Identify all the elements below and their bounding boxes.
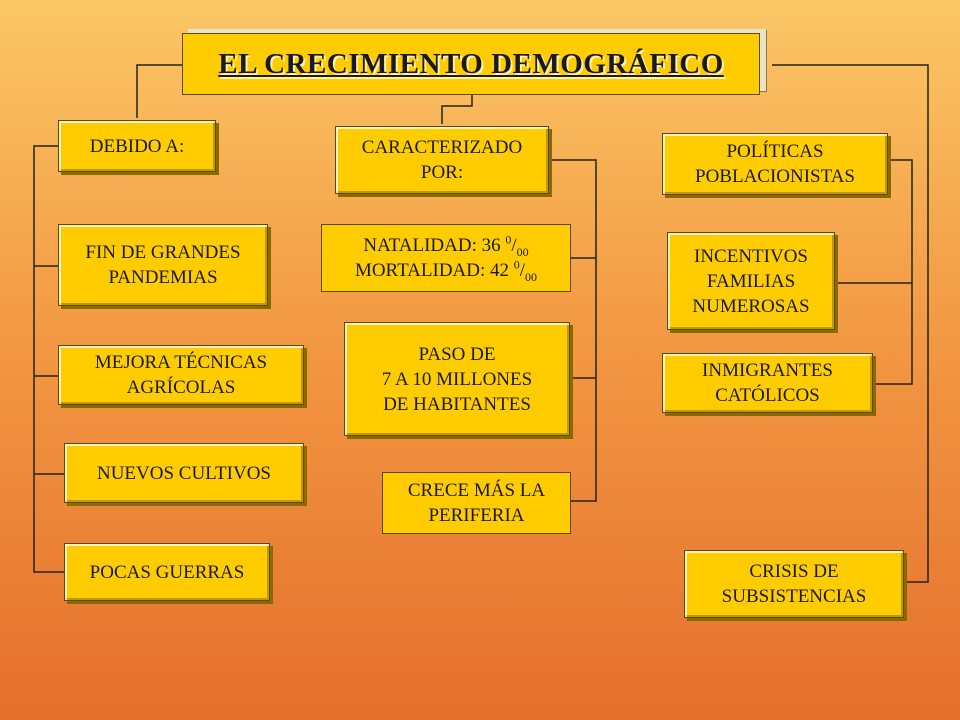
connector-title-right [772, 64, 929, 583]
connector-center-bracket [550, 159, 597, 502]
connector-title-center [441, 95, 473, 124]
mortality-row: MORTALIDAD: 42 0/00 [354, 257, 538, 284]
right-item-incentivos: INCENTIVOS FAMILIAS NUMEROSAS [667, 232, 835, 330]
center-item-periferia: CRECE MÁS LA PERIFERIA [382, 472, 571, 534]
right-item-crisis: CRISIS DE SUBSISTENCIAS [684, 550, 904, 618]
center-item-habitantes: PASO DE 7 A 10 MILLONES DE HABITANTES [344, 322, 570, 436]
center-rates: NATALIDAD: 36 0/00 MORTALIDAD: 42 0/00 [321, 224, 571, 292]
left-item-pandemias: FIN DE GRANDES PANDEMIAS [58, 224, 268, 306]
page-title: EL CRECIMIENTO DEMOGRÁFICO [218, 47, 724, 80]
left-header: DEBIDO A: [58, 120, 216, 172]
title-box: EL CRECIMIENTO DEMOGRÁFICO [182, 33, 760, 95]
left-item-cultivos: NUEVOS CULTIVOS [64, 443, 304, 503]
right-header: POLÍTICAS POBLACIONISTAS [662, 133, 888, 195]
right-item-inmigrantes: INMIGRANTES CATÓLICOS [662, 353, 873, 413]
connector-right-bracket [873, 159, 913, 385]
left-item-tecnicas: MEJORA TÉCNICAS AGRÍCOLAS [58, 345, 304, 405]
connector-title-left [136, 64, 182, 118]
connector-left-bracket [33, 145, 64, 573]
left-item-guerras: POCAS GUERRAS [64, 543, 270, 601]
natality-row: NATALIDAD: 36 0/00 [363, 232, 529, 259]
center-header: CARACTERIZADO POR: [335, 126, 549, 194]
